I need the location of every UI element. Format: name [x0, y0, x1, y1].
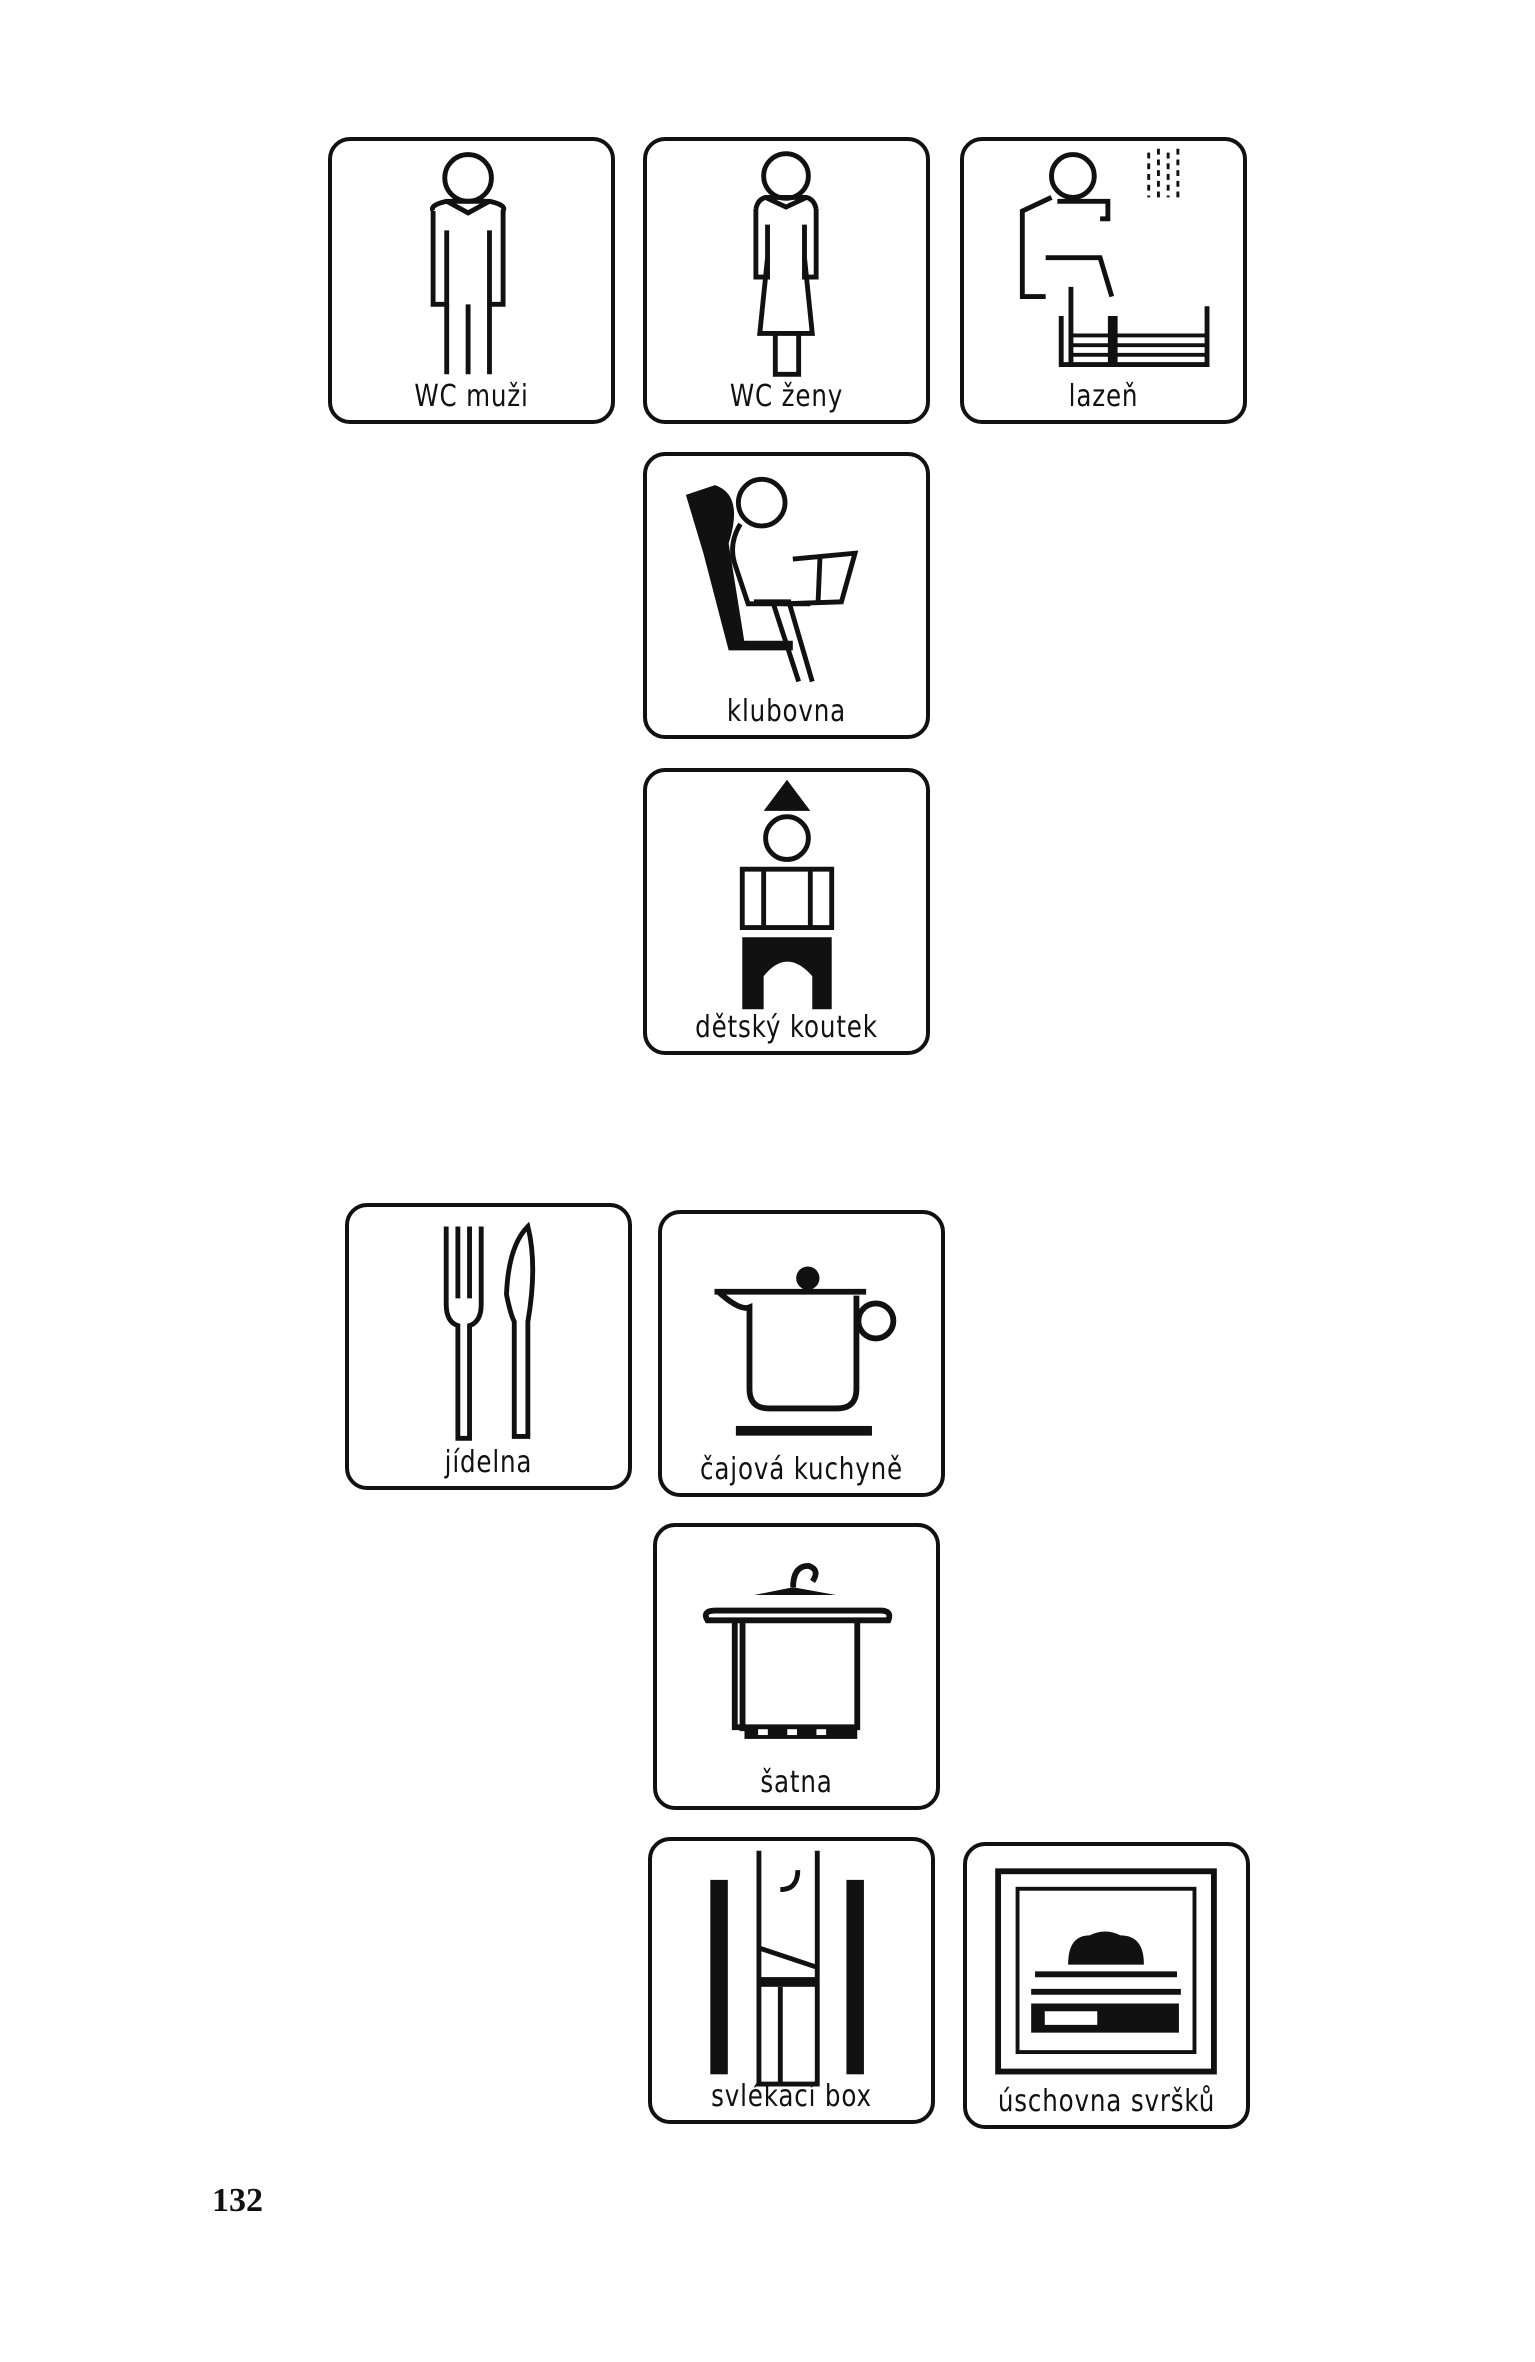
teapot-icon	[714, 1266, 897, 1436]
hat-storage-icon	[995, 1868, 1217, 2075]
pictogram-caption: čajová kuchyně	[700, 1452, 903, 1487]
pictogram-caption: WC muži	[414, 379, 529, 414]
fork-knife-icon	[443, 1221, 536, 1441]
pictogram-caption: klubovna	[726, 694, 847, 729]
pictogram-club-room: klubovna	[643, 452, 930, 739]
pictogram-caption: svlékací box	[711, 2079, 872, 2114]
reading-armchair-icon	[685, 476, 859, 683]
pictogram-changing-booth: svlékací box	[648, 1837, 935, 2124]
child-icon	[739, 779, 835, 1010]
pictogram-caption: dětský koutek	[695, 1010, 878, 1045]
pictogram-garment-storage: úschovna svršků	[963, 1842, 1250, 2129]
bath-icon	[1019, 148, 1210, 368]
pictogram-wc-men: WC muži	[328, 137, 615, 424]
pictogram-cloakroom: šatna	[653, 1523, 940, 1810]
pictogram-caption: šatna	[760, 1765, 833, 1800]
pictogram-childrens-corner: dětský koutek	[643, 768, 930, 1055]
page-number: 132	[212, 2182, 263, 2219]
pictogram-caption: WC ženy	[729, 379, 844, 414]
pictogram-caption: úschovna svršků	[997, 2084, 1216, 2119]
changing-booth-icon	[710, 1850, 864, 2087]
pictogram-tea-kitchen: čajová kuchyně	[658, 1210, 945, 1497]
hanger-icon	[702, 1562, 893, 1739]
woman-icon	[753, 151, 819, 377]
pictogram-caption: jídelna	[444, 1445, 533, 1480]
man-icon	[430, 152, 507, 375]
pictogram-bath: lazeň	[960, 137, 1247, 424]
pictogram-caption: lazeň	[1068, 379, 1139, 414]
pictogram-wc-women: WC ženy	[643, 137, 930, 424]
pictogram-dining-room: jídelna	[345, 1203, 632, 1490]
